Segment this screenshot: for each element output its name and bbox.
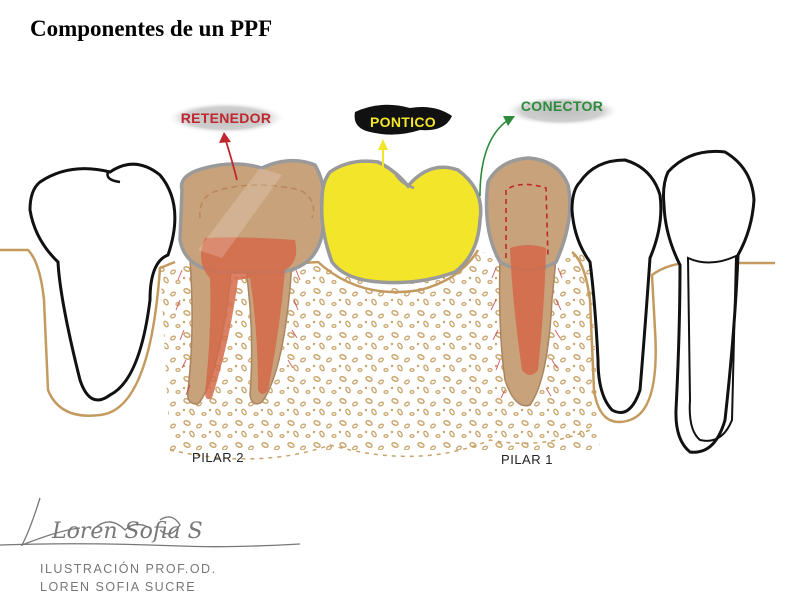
- pilar1-label: PILAR 1: [501, 452, 553, 467]
- abutment-premolar-pilar1: [484, 156, 572, 407]
- bone-outline-lower: [169, 429, 591, 460]
- pilar2-preparation-line: [199, 184, 315, 219]
- author-signature: Loren Sofia S: [0, 497, 301, 548]
- abutment-molar-pilar2: [178, 158, 327, 405]
- tooth-right-1-outline: [570, 158, 663, 414]
- credit-line-1: ILUSTRACIÓN PROF.OD.: [40, 562, 217, 576]
- pilar1-pulp: [510, 245, 546, 375]
- conector-arrow: [479, 119, 509, 197]
- diagram-title: Componentes de un PPF: [30, 16, 273, 41]
- conector-label-cloud: [504, 96, 620, 126]
- retenedor-label: RETENEDOR: [181, 110, 272, 126]
- pontico-label: PONTICO: [370, 114, 436, 130]
- credit-line-2: LOREN SOFIA SUCRE: [40, 580, 197, 594]
- retainer-translucent-band: [198, 168, 282, 258]
- pilar1-preparation-line: [505, 183, 549, 259]
- pontico-label-blot: [354, 104, 452, 135]
- tooth-right-2-outline: [662, 149, 756, 454]
- pilar2-pulp: [201, 237, 297, 400]
- periodontal-ligament: [175, 267, 563, 399]
- pilar2-label: PILAR 2: [192, 450, 244, 465]
- pilar1-crown: [484, 156, 572, 272]
- retenedor-label-cloud: [166, 102, 286, 134]
- gingiva-outline: [0, 248, 775, 424]
- pontic-crown: [319, 159, 483, 285]
- conector-label: CONECTOR: [521, 98, 603, 114]
- signature-text: Loren Sofia S: [51, 519, 203, 544]
- tooth-left-outline: [28, 162, 177, 402]
